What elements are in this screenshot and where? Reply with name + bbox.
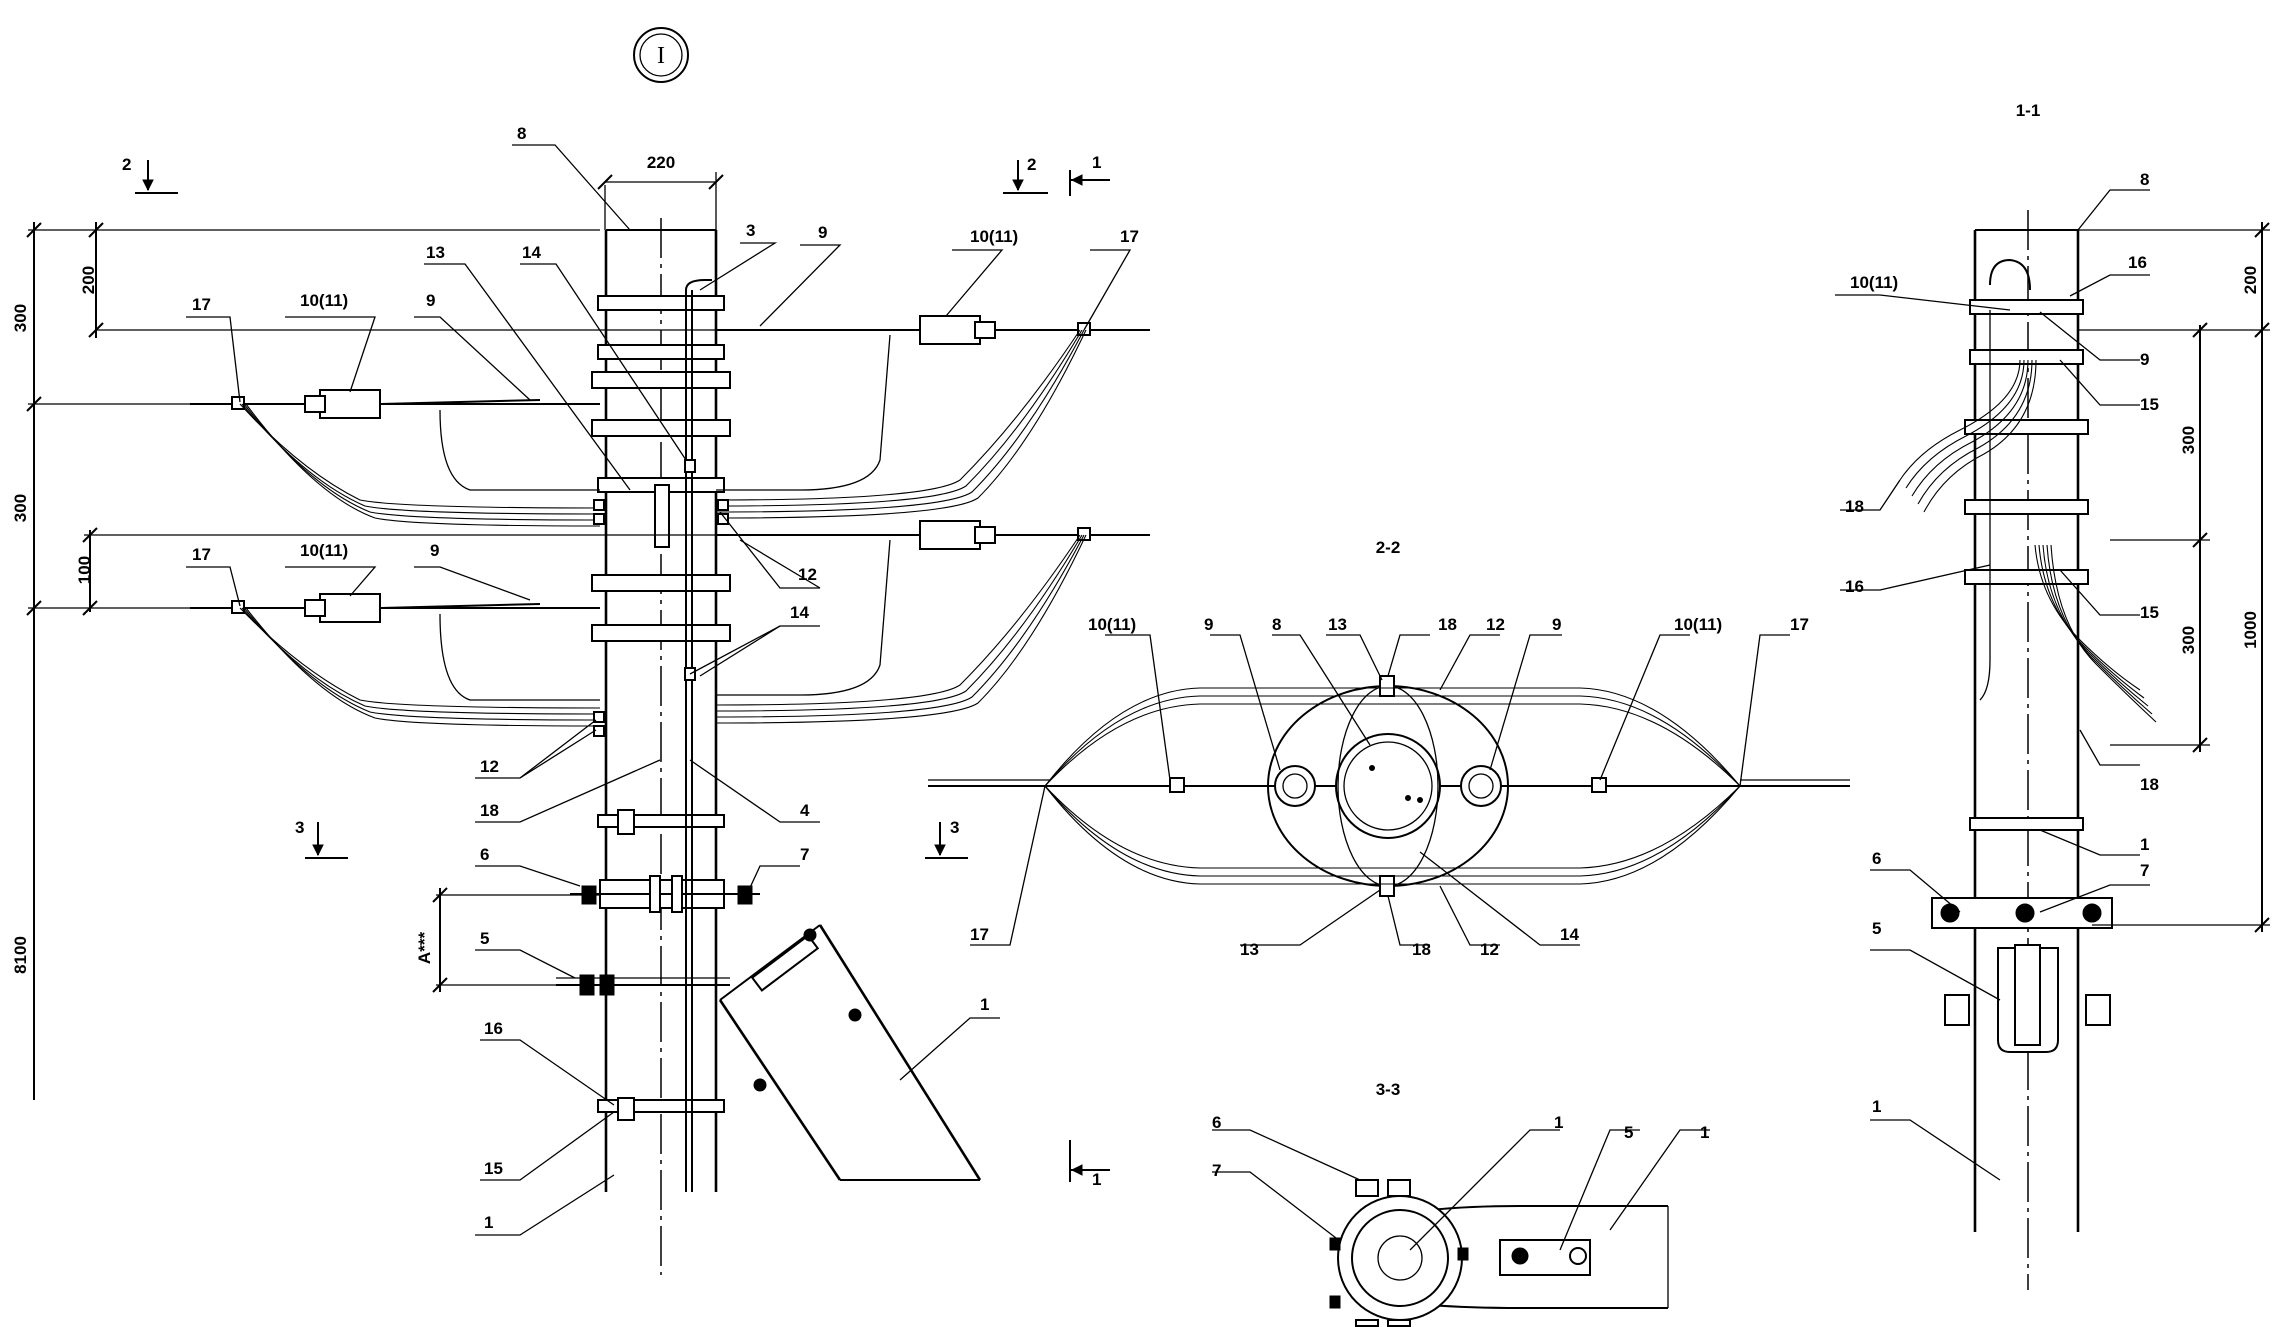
main-label-15: 15: [484, 1159, 503, 1178]
main-label-1-incline: 1: [980, 995, 989, 1014]
s11-label-1-bottom: 1: [1872, 1097, 1881, 1116]
s33-label-1-left: 1: [1554, 1113, 1563, 1132]
main-downlead: [685, 279, 712, 1192]
s22-label-8: 8: [1272, 615, 1281, 634]
mark-1-bottom: 1: [1092, 1170, 1101, 1189]
main-label-3: 3: [746, 221, 755, 240]
s11-label-6: 6: [1872, 849, 1881, 868]
dim-220: 220: [647, 153, 675, 172]
main-label-10-top: 10(11): [970, 227, 1018, 246]
s11-label-7: 7: [2140, 861, 2149, 880]
s22-label-14: 14: [1560, 925, 1579, 944]
main-label-6: 6: [480, 845, 489, 864]
main-wire-right-upper: [715, 315, 1150, 519]
s11-label-10: 10(11): [1850, 273, 1898, 292]
s22-label-13-bottom: 13: [1240, 940, 1259, 959]
s33-label-7: 7: [1212, 1161, 1221, 1180]
mark-1-top: 1: [1092, 153, 1101, 172]
main-label-4: 4: [800, 801, 810, 820]
s22-label-10-right: 10(11): [1674, 615, 1722, 634]
main-label-10-left: 10(11): [300, 291, 348, 310]
main-label-17-left: 17: [192, 295, 211, 314]
main-label-9-low: 9: [430, 541, 439, 560]
s11-dim-200: 200: [2241, 266, 2260, 294]
s33-label-1-right: 1: [1700, 1123, 1709, 1142]
s33-label-5: 5: [1624, 1123, 1633, 1142]
main-label-10-low: 10(11): [300, 541, 348, 560]
s22-label-12-bottom: 12: [1480, 940, 1499, 959]
main-section-marks: 2 2 1 1 3 3: [122, 153, 1110, 1189]
section-1-1-title: 1-1: [2016, 101, 2041, 120]
s11-label-8: 8: [2140, 170, 2149, 189]
s22-label-9-left: 9: [1204, 615, 1213, 634]
main-view: 2 2 1 1 3 3 220: [11, 124, 1150, 1275]
main-labels: 8 3 9 10(11) 17 13 14 17 10(11) 9 12 14 …: [192, 124, 1139, 1232]
main-label-7: 7: [800, 845, 809, 864]
s11-label-15-top: 15: [2140, 395, 2159, 414]
s22-label-18-bottom: 18: [1412, 940, 1431, 959]
main-label-1-pole: 1: [484, 1213, 493, 1232]
main-leaders: [186, 144, 1132, 1236]
mark-3-right: 3: [950, 818, 959, 837]
s33-label-6: 6: [1212, 1113, 1221, 1132]
main-label-17-low: 17: [192, 545, 211, 564]
s22-label-18-top: 18: [1438, 615, 1457, 634]
main-label-12-mid: 12: [798, 565, 817, 584]
s22-label-13-top: 13: [1328, 615, 1347, 634]
view-marker: I: [633, 27, 689, 83]
mark-2-right: 2: [1027, 155, 1036, 174]
dim-200: 200: [79, 266, 98, 294]
main-wire-right-lower: [715, 520, 1150, 724]
mark-3-left: 3: [295, 818, 304, 837]
s11-dim-1000: 1000: [2241, 611, 2260, 649]
section-2-2-title: 2-2: [1376, 538, 1401, 557]
s11-label-18-bottom: 18: [2140, 775, 2159, 794]
s11-label-15-bottom: 15: [2140, 603, 2159, 622]
main-wire-left-lower: [190, 593, 601, 727]
main-label-9-top: 9: [818, 223, 827, 242]
main-label-13: 13: [426, 243, 445, 262]
main-bands: [591, 295, 731, 1121]
s11-label-18-top: 18: [1845, 497, 1864, 516]
s11-dim-300-upper: 300: [2179, 426, 2198, 454]
main-label-14-top: 14: [522, 243, 541, 262]
section-3-3-title: 3-3: [1376, 1080, 1401, 1099]
dim-300-upper: 300: [11, 304, 30, 332]
main-label-14-mid: 14: [790, 603, 809, 622]
s22-label-17-left: 17: [970, 925, 989, 944]
main-label-17-top: 17: [1120, 227, 1139, 246]
main-label-18: 18: [480, 801, 499, 820]
main-brackets: [556, 875, 760, 996]
s11-label-16-top: 16: [2128, 253, 2147, 272]
section-1-1: 1-1: [1835, 101, 2270, 1290]
main-label-16: 16: [484, 1019, 503, 1038]
section-3-3: 3-3 6 7 1 5 1: [1212, 1080, 1710, 1327]
dim-100: 100: [75, 556, 94, 584]
main-inclined-pole: [718, 924, 982, 1181]
dim-8100: 8100: [11, 936, 30, 974]
s11-label-5: 5: [1872, 919, 1881, 938]
s11-label-16-bottom: 16: [1845, 577, 1864, 596]
dim-a: A***: [415, 932, 434, 965]
main-label-9-left: 9: [426, 291, 435, 310]
dim-300-lower: 300: [11, 494, 30, 522]
s22-label-9-right: 9: [1552, 615, 1561, 634]
s22-label-10-left: 10(11): [1088, 615, 1136, 634]
section-2-2: 2-2 10: [928, 538, 1850, 959]
main-wire-left-upper: [190, 389, 601, 527]
s11-label-9: 9: [2140, 350, 2149, 369]
s22-label-12-top: 12: [1486, 615, 1505, 634]
main-label-12-low: 12: [480, 757, 499, 776]
s11-label-1-top: 1: [2140, 835, 2149, 854]
s22-label-17-right: 17: [1790, 615, 1809, 634]
s11-dim-300-lower: 300: [2179, 626, 2198, 654]
view-marker-label: I: [657, 43, 665, 69]
main-label-8: 8: [517, 124, 526, 143]
mark-2-left: 2: [122, 155, 131, 174]
main-label-5: 5: [480, 929, 489, 948]
main-dimensions: 220 300 300 8100 200 100: [11, 153, 724, 1100]
